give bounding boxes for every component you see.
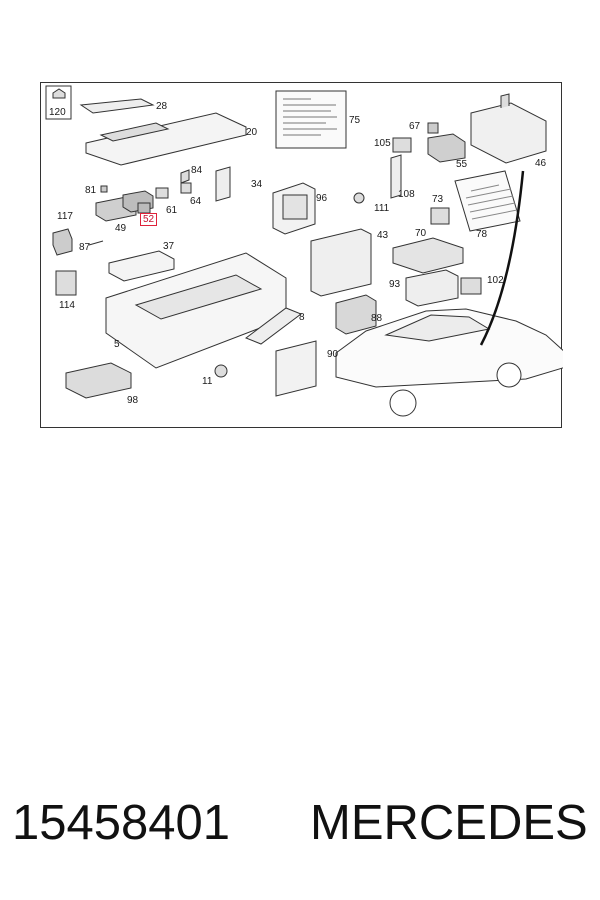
callout-120: 120 <box>49 107 66 118</box>
callout-102: 102 <box>487 275 504 286</box>
callout-37: 37 <box>163 241 175 252</box>
callout-61: 61 <box>166 205 178 216</box>
exploded-parts-drawing <box>45 85 563 417</box>
callout-114: 114 <box>59 300 75 311</box>
callout-67: 67 <box>409 121 421 132</box>
callout-90: 90 <box>327 349 339 360</box>
callout-98: 98 <box>127 395 139 406</box>
callout-46: 46 <box>535 158 547 169</box>
callout-20: 20 <box>246 127 258 138</box>
callout-93: 93 <box>389 279 401 290</box>
callout-117: 117 <box>57 211 73 222</box>
callout-28: 28 <box>156 101 168 112</box>
callout-11: 11 <box>202 376 213 387</box>
callout-84: 84 <box>191 165 203 176</box>
callout-81: 81 <box>85 185 97 196</box>
callout-96: 96 <box>316 193 328 204</box>
callout-64: 64 <box>190 196 202 207</box>
callout-34: 34 <box>251 179 263 190</box>
callout-105: 105 <box>374 138 391 149</box>
callout-75: 75 <box>349 115 361 126</box>
callout-70: 70 <box>415 228 427 239</box>
brand-name: MERCEDES <box>310 796 588 850</box>
callout-87: 87 <box>79 242 91 253</box>
parts-diagram-frame: 120 28 20 75 67 105 55 46 84 34 81 64 61… <box>40 82 563 428</box>
callout-108: 108 <box>398 189 415 200</box>
callout-8: 8 <box>299 312 305 323</box>
callout-111: 111 <box>374 203 390 214</box>
callout-55: 55 <box>456 159 468 170</box>
callout-43: 43 <box>377 230 389 241</box>
part-number: 15458401 <box>12 796 231 850</box>
callout-73: 73 <box>432 194 444 205</box>
callout-52-highlighted: 52 <box>140 213 158 226</box>
callout-88: 88 <box>371 313 383 324</box>
callout-49: 49 <box>115 223 127 234</box>
callout-78: 78 <box>476 229 488 240</box>
callout-5: 5 <box>114 339 120 350</box>
